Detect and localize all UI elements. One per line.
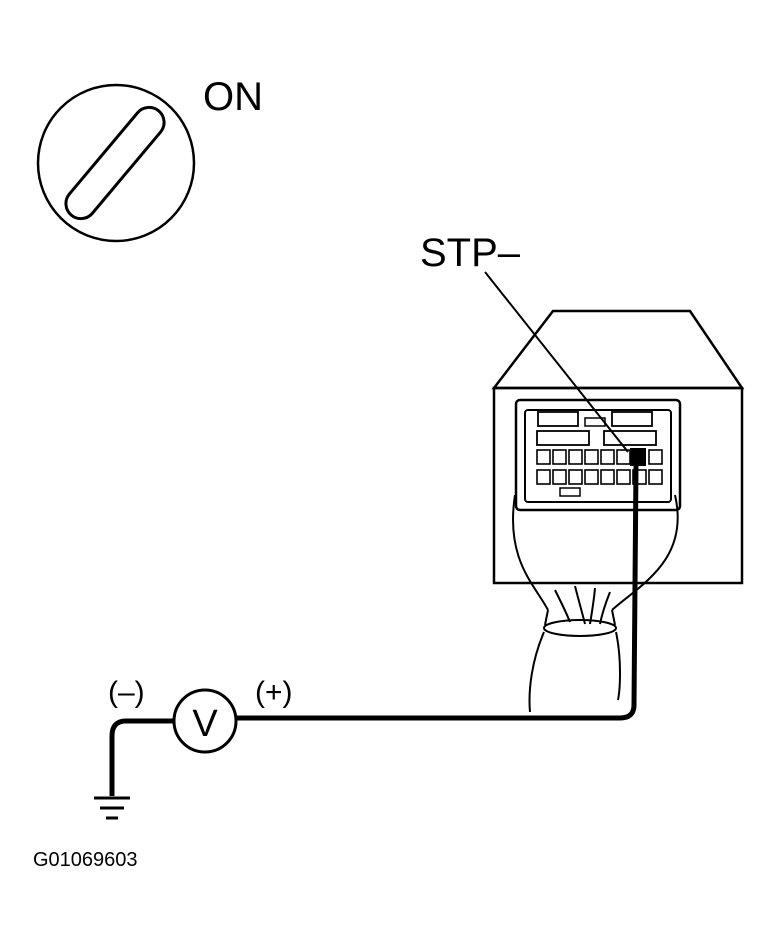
figure-code: G01069603 <box>33 849 138 871</box>
stp-terminal-label: STP– <box>420 231 521 275</box>
negative-probe-wire <box>109 718 174 796</box>
stp-terminal-pin <box>630 448 646 466</box>
negative-probe-label: (–) <box>108 676 145 709</box>
ground-icon <box>94 796 130 820</box>
voltmeter-icon: V <box>172 688 238 754</box>
positive-probe-wire <box>237 465 639 721</box>
voltmeter-symbol: V <box>192 703 218 745</box>
ecu-connector <box>514 398 682 512</box>
ignition-on-label: ON <box>203 75 263 119</box>
ignition-key-icon <box>36 83 196 243</box>
wire-harness <box>512 494 679 713</box>
positive-probe-label: (+) <box>255 676 293 709</box>
ecu-box <box>491 309 745 585</box>
stp-leader-line <box>484 271 629 453</box>
